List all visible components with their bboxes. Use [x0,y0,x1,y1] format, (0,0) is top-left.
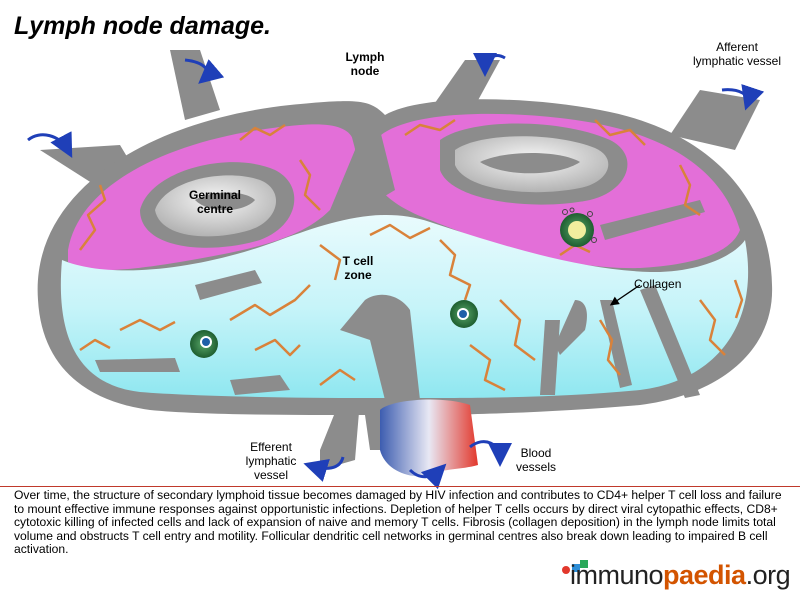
blood-vessels [380,399,478,477]
t-cell-1 [190,330,218,358]
flow-arrows [27,52,765,490]
germinal-centres [140,123,628,248]
efferent-vessel [320,400,360,470]
label-afferent-lymphatic-vessel: Afferent lymphatic vessel [692,40,782,68]
logo-part-paedia: paedia [663,560,746,590]
infected-cell [560,207,597,247]
trabeculae [95,130,705,400]
logo-part-org: .org [745,560,791,590]
immunopaedia-logo-mark [562,560,588,574]
label-germinal-centre: Germinal centre [188,188,242,216]
label-efferent-lymphatic-vessel: Efferent lymphatic vessel [245,440,297,482]
label-blood-vessels: Blood vessels [515,446,556,474]
label-lymph-node: Lymph node [345,50,385,78]
t-cell-2 [450,300,478,328]
caption-text: Over time, the structure of secondary ly… [14,488,782,557]
immunopaedia-logo: immunopaedia.org [570,560,791,591]
caption-divider [0,486,800,487]
label-collagen: Collagen [634,277,682,291]
collagen-fibres [79,118,744,392]
label-t-cell-zone: T cell zone [342,254,374,282]
page-title: Lymph node damage. [14,12,271,40]
logo-part-immuno: immuno [570,560,664,590]
collagen-pointer [609,284,641,306]
